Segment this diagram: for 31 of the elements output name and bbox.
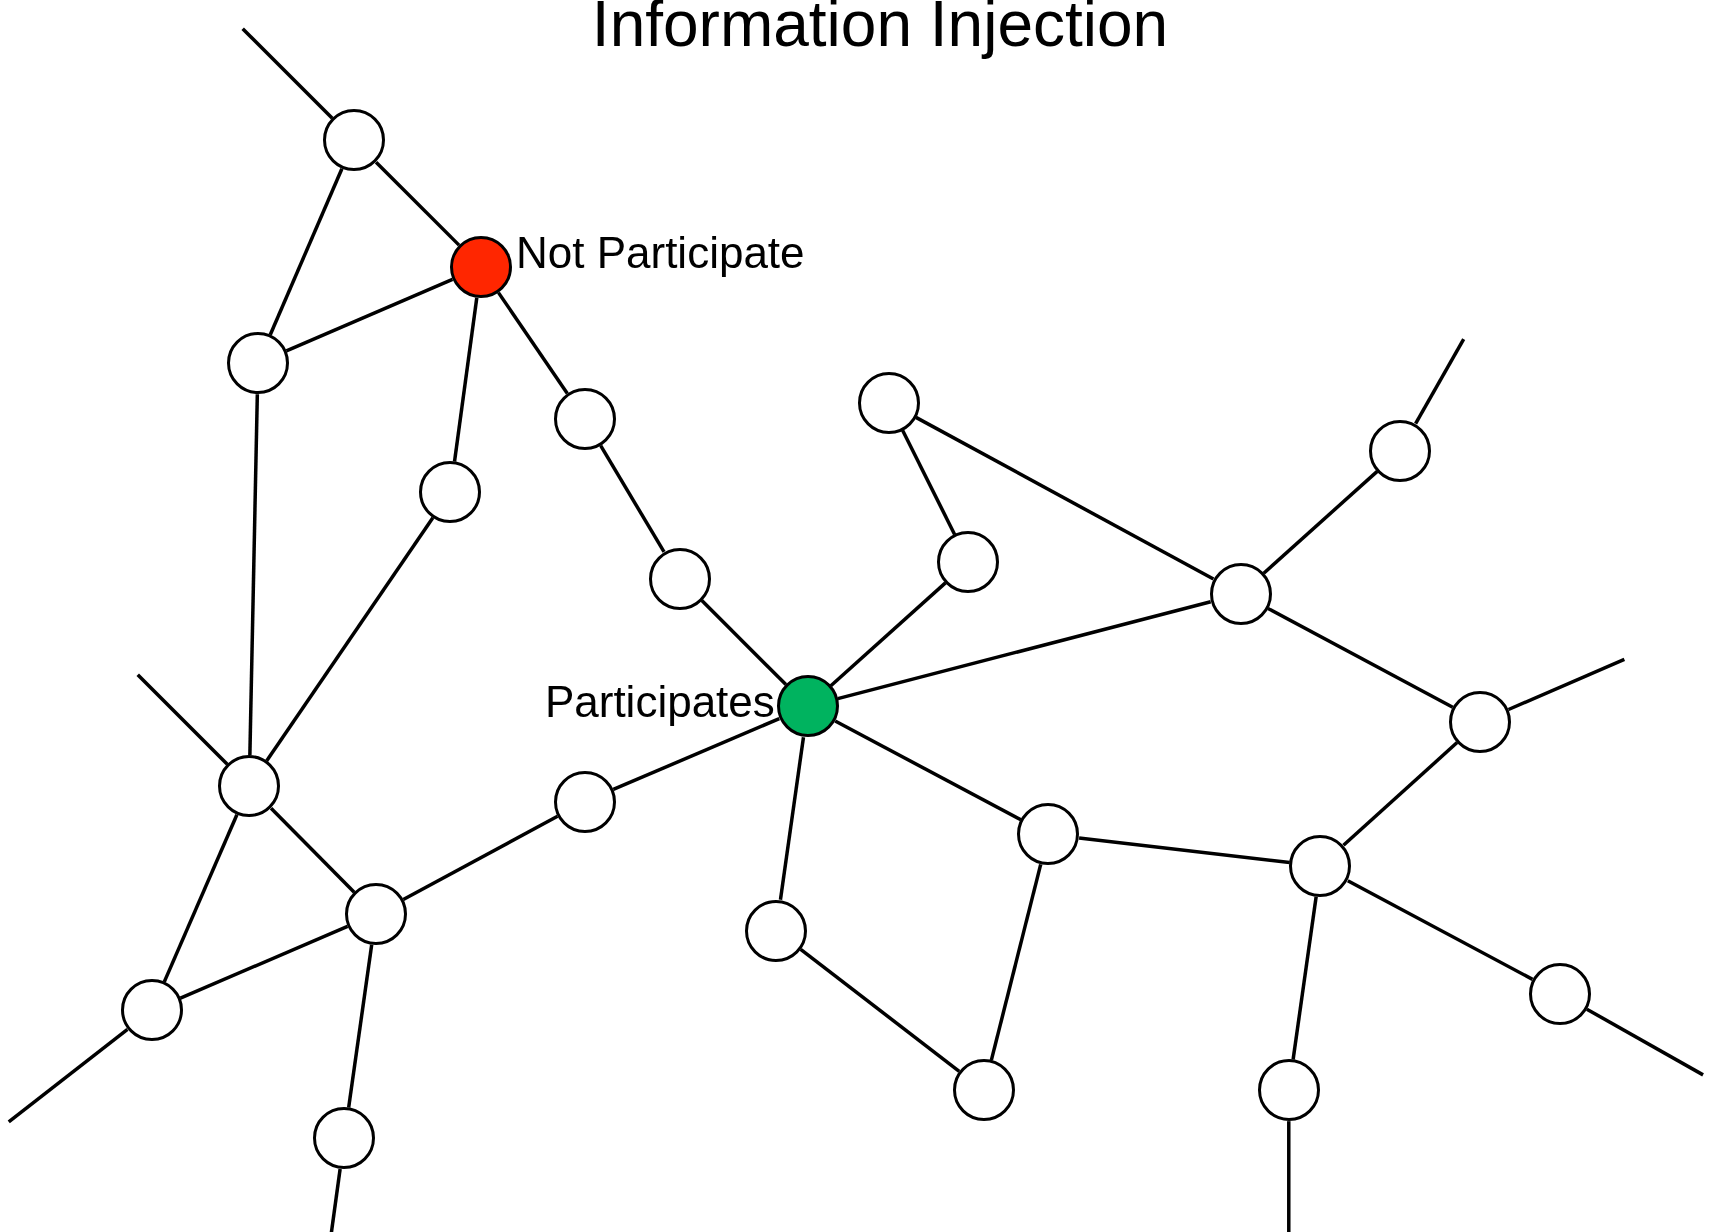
connector-line [799, 948, 961, 1073]
connector-line [989, 864, 1043, 1061]
connector-line [136, 673, 229, 766]
connector-line [7, 1028, 129, 1124]
node-caption: Not Participate [515, 231, 805, 276]
connector-line [778, 736, 806, 901]
connector-line [599, 444, 666, 553]
connector-line [402, 814, 559, 901]
node-caption: Participates [544, 680, 775, 725]
connector-line [1291, 896, 1318, 1060]
connector-line [452, 297, 479, 462]
connector-line [1414, 338, 1466, 425]
connector-line [700, 599, 788, 686]
connector-line [346, 944, 374, 1108]
connector-line [265, 516, 435, 762]
connector-line [1078, 836, 1290, 865]
connector-line [497, 291, 569, 395]
connector-line [834, 719, 1022, 822]
connector-line [1262, 470, 1379, 575]
connector-line [1267, 606, 1454, 709]
connector-line [1287, 1121, 1291, 1232]
connector-line [915, 415, 1215, 581]
connector-line [248, 394, 260, 756]
connector-line [829, 581, 947, 688]
connector-line [241, 27, 334, 120]
connector-line [1586, 1007, 1704, 1077]
connector-line [837, 600, 1212, 701]
connector-line [1342, 741, 1459, 847]
connector-line [374, 160, 461, 247]
connector-line [327, 1168, 342, 1232]
connector-line [269, 807, 356, 894]
